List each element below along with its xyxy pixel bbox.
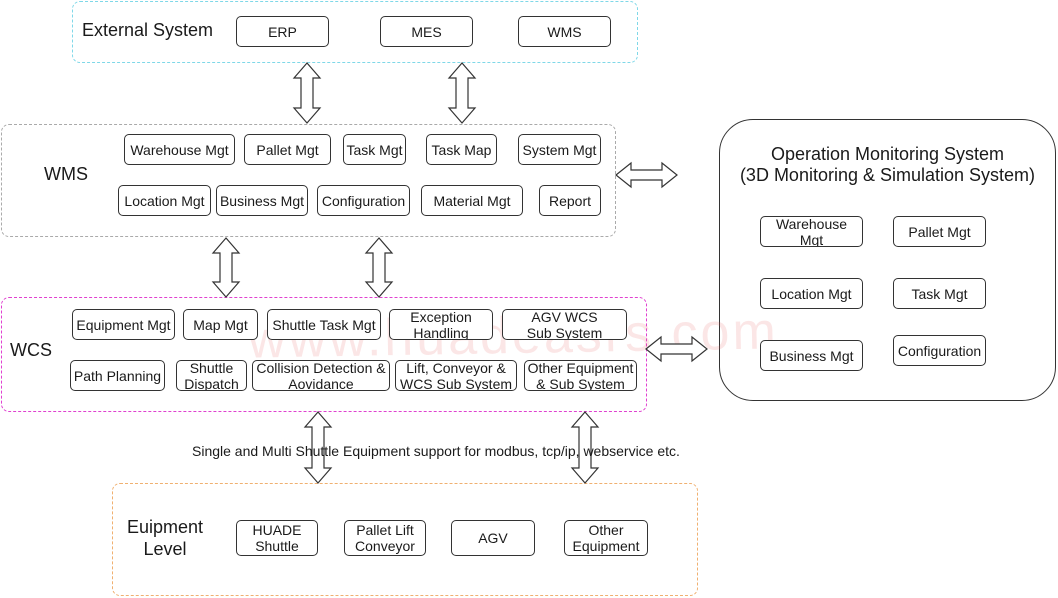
- equipment-level-zone: [112, 483, 698, 596]
- wms-business-mgt-box: Business Mgt: [216, 185, 308, 216]
- wms-pallet-mgt-box: Pallet Mgt: [244, 134, 331, 165]
- wms-configuration-box: Configuration: [317, 185, 410, 216]
- wcs-other-equipment-box: Other Equipment & Sub System: [524, 360, 637, 391]
- wms-zone: [1, 124, 616, 237]
- external-system-zone: [72, 1, 638, 63]
- wms-title: WMS: [44, 164, 88, 184]
- other-equipment-box: Other Equipment: [564, 520, 648, 556]
- agv-box: AGV: [451, 520, 535, 556]
- arrow-wms-operation: [615, 161, 678, 189]
- wcs-exception-handling-box: Exception Handling: [389, 309, 493, 340]
- op-location-mgt-box: Location Mgt: [760, 278, 863, 309]
- op-configuration-box: Configuration: [893, 335, 986, 366]
- arrow-wcs-operation: [645, 335, 708, 363]
- wcs-zone: [1, 297, 647, 412]
- op-business-mgt-box: Business Mgt: [760, 340, 863, 371]
- op-pallet-mgt-box: Pallet Mgt: [893, 216, 986, 247]
- op-warehouse-mgt-box: Warehouse Mgt: [760, 216, 863, 247]
- protocol-note: Single and Multi Shuttle Equipment suppo…: [192, 443, 680, 459]
- op-task-mgt-box: Task Mgt: [893, 278, 986, 309]
- equipment-level-title-text: Euipment Level: [126, 517, 204, 559]
- arrow-erp-wms: [292, 62, 322, 124]
- wms-system-mgt-box: System Mgt: [518, 134, 601, 165]
- operation-monitoring-zone: [719, 119, 1056, 401]
- arrow-wcs-eq-left: [303, 411, 333, 484]
- pallet-lift-conveyor-box: Pallet Lift Conveyor: [344, 520, 426, 556]
- erp-box: ERP: [236, 16, 329, 47]
- arrow-wms-wcs-right: [364, 237, 394, 298]
- equipment-level-title: Euipment Level: [120, 516, 210, 560]
- arrow-mes-wms: [447, 62, 477, 124]
- wcs-map-mgt-box: Map Mgt: [183, 309, 258, 340]
- huade-shuttle-box: HUADE Shuttle: [236, 520, 318, 556]
- arrow-wms-wcs-left: [211, 237, 241, 298]
- wcs-shuttle-task-mgt-box: Shuttle Task Mgt: [267, 309, 381, 340]
- mes-box: MES: [380, 16, 473, 47]
- wms-material-mgt-box: Material Mgt: [421, 185, 523, 216]
- wcs-path-planning-box: Path Planning: [70, 360, 165, 391]
- wms-task-map-box: Task Map: [426, 134, 497, 165]
- arrow-wcs-eq-right: [570, 411, 600, 484]
- operation-title: Operation Monitoring System: [770, 144, 1005, 164]
- wcs-lift-conveyor-box: Lift, Conveyor & WCS Sub System: [395, 360, 517, 391]
- wcs-agv-sub-system-box: AGV WCS Sub System: [502, 309, 627, 340]
- external-system-title: External System: [82, 20, 214, 40]
- wms-warehouse-mgt-box: Warehouse Mgt: [124, 134, 235, 165]
- wcs-collision-detection-box: Collision Detection & Aovidance: [252, 360, 390, 391]
- external-wms-box: WMS: [518, 16, 611, 47]
- wcs-title: WCS: [10, 340, 52, 360]
- wms-location-mgt-box: Location Mgt: [118, 185, 211, 216]
- wms-task-mgt-box: Task Mgt: [343, 134, 406, 165]
- operation-subtitle: (3D Monitoring & Simulation System): [739, 165, 1036, 185]
- wcs-shuttle-dispatch-box: Shuttle Dispatch: [176, 360, 247, 391]
- wms-report-box: Report: [539, 185, 601, 216]
- wcs-equipment-mgt-box: Equipment Mgt: [72, 309, 175, 340]
